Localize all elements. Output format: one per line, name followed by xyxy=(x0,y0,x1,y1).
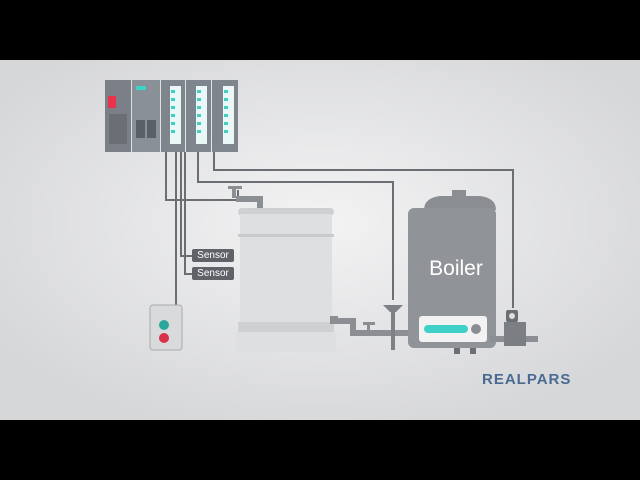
control-wires xyxy=(165,152,514,308)
boiler xyxy=(408,190,496,354)
inlet-valve xyxy=(228,186,263,210)
wire-sensor-1 xyxy=(180,152,192,257)
boiler-label: Boiler xyxy=(429,257,483,280)
wire-temperature-probe xyxy=(197,152,394,300)
temperature-probe xyxy=(383,305,403,350)
plc-status-led xyxy=(108,96,116,108)
wire-sensor-2 xyxy=(184,152,192,275)
plc-io-indicators xyxy=(223,86,234,144)
storage-tank xyxy=(236,208,336,352)
plc-rack xyxy=(105,80,238,152)
sensor-label-2: Sensor xyxy=(192,267,234,280)
start-button-icon xyxy=(159,320,169,330)
plc-cpu-slot xyxy=(136,120,145,138)
outlet-pipe xyxy=(330,316,408,336)
flow-meter xyxy=(490,310,538,346)
realpars-logo: REALPARS xyxy=(482,371,571,388)
pushbutton-station xyxy=(149,304,183,351)
svg-text:REALPARS: REALPARS xyxy=(482,371,571,388)
boiler-knob-icon xyxy=(471,324,481,334)
plc-cpu-slot xyxy=(147,120,156,138)
stop-button-icon xyxy=(159,333,169,343)
sensor-label-1: Sensor xyxy=(192,249,234,262)
plc-cpu-led xyxy=(136,86,146,90)
plc-psu-panel xyxy=(109,114,127,144)
plc-io-indicators xyxy=(196,86,207,144)
boiler-display xyxy=(424,325,468,333)
plc-io-leds xyxy=(171,90,228,133)
plc-io-indicators xyxy=(170,86,181,144)
wire-flow-meter xyxy=(213,152,514,308)
wire-valve xyxy=(165,152,239,201)
plc-cpu xyxy=(132,80,160,152)
